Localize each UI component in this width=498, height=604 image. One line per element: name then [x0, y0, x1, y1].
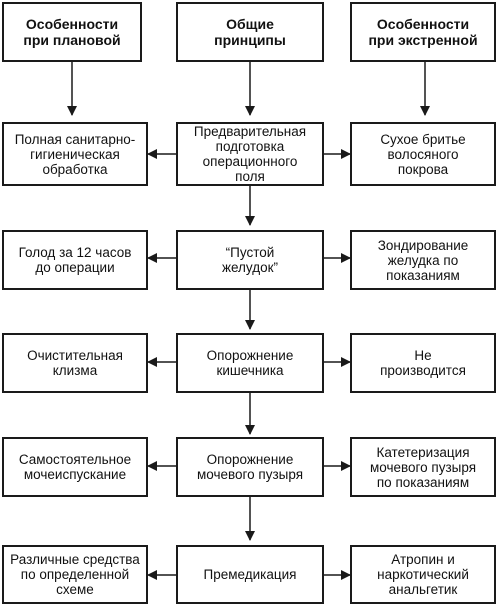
planned-fasting: Голод за 12 часов до операции	[2, 230, 148, 290]
general-operative-field-prep: Предварительная подготовка операционного…	[176, 122, 324, 186]
general-premedication: Премедикация	[176, 545, 324, 604]
planned-enema: Очистительная клизма	[2, 333, 148, 393]
planned-various-means: Различные средства по определенной схеме	[2, 545, 148, 604]
general-bowel-emptying: Опорожнение кишечника	[176, 333, 324, 393]
header-planned: Особенности при плановой	[2, 2, 142, 62]
general-bladder-emptying: Опорожнение мочевого пузыря	[176, 437, 324, 497]
emergency-atropine-analgesic: Атропин и наркотический анальгетик	[350, 545, 496, 604]
header-emergency: Особенности при экстренной	[350, 2, 496, 62]
emergency-dry-shaving: Сухое бритье волосяного покрова	[350, 122, 496, 186]
emergency-catheterization: Катетеризация мочевого пузыря по показан…	[350, 437, 496, 497]
general-empty-stomach: “Пустой желудок”	[176, 230, 324, 290]
emergency-not-performed: Не производится	[350, 333, 496, 393]
planned-sanitary-treatment: Полная санитарно- гигиеническая обработк…	[2, 122, 148, 186]
planned-urination: Самостоятельное мочеиспускание	[2, 437, 148, 497]
emergency-gastric-probe: Зондирование желудка по показаниям	[350, 230, 496, 290]
header-general: Общие принципы	[176, 2, 324, 62]
